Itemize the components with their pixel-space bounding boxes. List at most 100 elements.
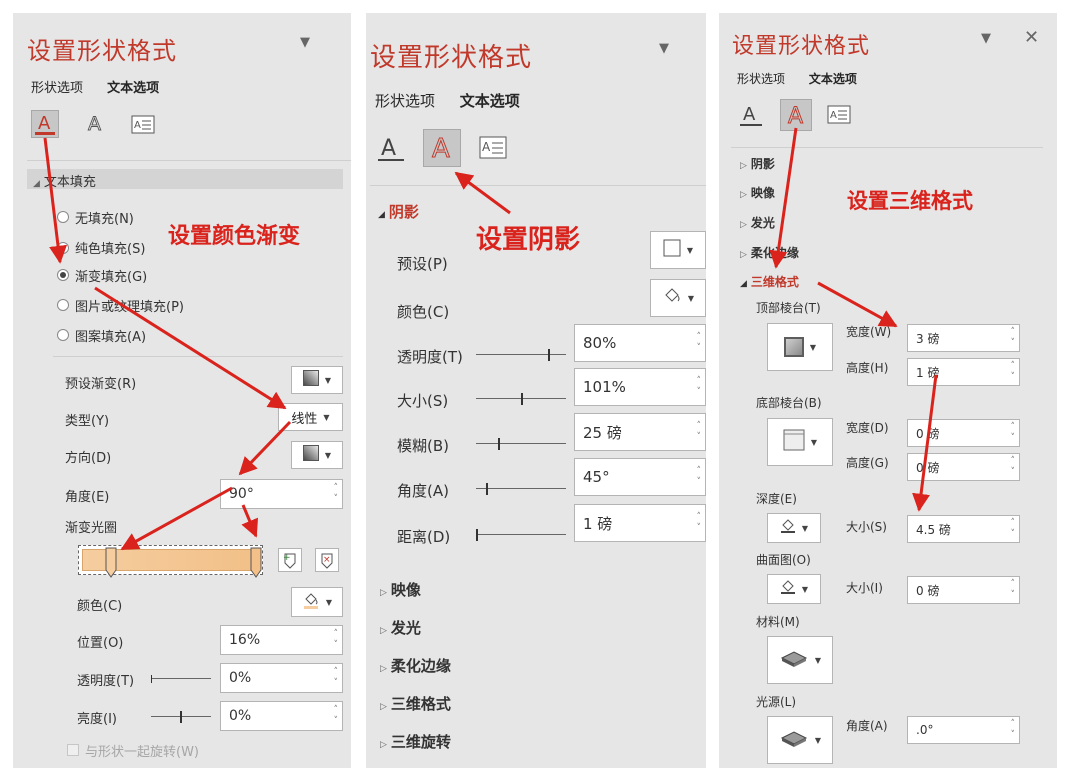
slider-thumb[interactable]	[521, 393, 523, 405]
add-stop-icon[interactable]: +	[278, 548, 302, 572]
angle-input[interactable]: 90° ˄˅	[220, 479, 343, 509]
text-fill-outline-icon[interactable]: A	[374, 131, 408, 167]
contour-color-dropdown[interactable]: ▼	[767, 574, 821, 604]
slider-thumb[interactable]	[498, 438, 500, 450]
pin-icon[interactable]: ▼	[981, 31, 991, 46]
shadow-size-slider[interactable]	[476, 393, 566, 405]
spin-arrows-icon[interactable]: ˄˅	[1010, 456, 1016, 477]
gradient-stops-bar[interactable]	[78, 545, 263, 578]
close-icon[interactable]: ✕	[1024, 27, 1040, 48]
radio-pattern-fill[interactable]	[57, 329, 69, 341]
section-3d-rotation[interactable]: ▷三维旋转	[380, 731, 451, 752]
text-effects-icon[interactable]: A	[780, 99, 812, 131]
text-fill-outline-icon[interactable]: A	[31, 110, 59, 138]
shadow-transparency-input[interactable]: 80% ˄˅	[574, 324, 706, 362]
preset-gradient-dropdown[interactable]: ▼	[291, 366, 343, 394]
bottom-width-input[interactable]: 0 磅 ˄˅	[907, 419, 1020, 447]
section-reflection[interactable]: ▷映像	[740, 184, 775, 201]
shadow-angle-input[interactable]: 45° ˄˅	[574, 458, 706, 496]
shadow-distance-slider[interactable]	[476, 529, 566, 541]
section-shadow[interactable]: ◢阴影	[378, 201, 419, 222]
pin-icon[interactable]: ▼	[659, 41, 669, 56]
tab-shape-options[interactable]: 形状选项	[375, 92, 436, 110]
gradient-stop-handle-2[interactable]	[250, 546, 262, 578]
slider-thumb[interactable]	[476, 529, 478, 541]
slider-thumb[interactable]	[548, 349, 550, 361]
textbox-icon[interactable]: A	[129, 110, 157, 138]
text-fill-outline-icon[interactable]: A	[737, 101, 765, 129]
section-3d-format[interactable]: ▷三维格式	[380, 693, 451, 714]
label-shadow-color: 颜色(C)	[397, 303, 450, 321]
spin-arrows-icon[interactable]: ˄˅	[696, 421, 702, 442]
shadow-blur-input[interactable]: 25 磅 ˄˅	[574, 413, 706, 451]
radio-picture-fill[interactable]	[57, 299, 69, 311]
spin-arrows-icon[interactable]: ˄˅	[1010, 719, 1016, 740]
spin-arrows-icon[interactable]: ˄˅	[333, 667, 339, 688]
section-soft-edges[interactable]: ▷柔化边缘	[380, 655, 451, 676]
gradient-stop-handle-1[interactable]	[105, 546, 117, 578]
rotate-with-shape-checkbox[interactable]	[67, 744, 79, 756]
section-text-fill[interactable]: ◢文本填充	[33, 171, 96, 190]
shadow-preset-dropdown[interactable]: ▼	[650, 231, 706, 269]
spin-arrows-icon[interactable]: ˄˅	[333, 629, 339, 650]
spin-arrows-icon[interactable]: ˄˅	[1010, 518, 1016, 539]
remove-stop-icon[interactable]: ×	[315, 548, 339, 572]
expand-triangle-icon: ▷	[380, 626, 387, 636]
shadow-transparency-slider[interactable]	[476, 349, 566, 361]
brightness-slider[interactable]	[151, 711, 211, 723]
direction-dropdown[interactable]: ▼	[291, 441, 343, 469]
spin-arrows-icon[interactable]: ˄˅	[1010, 327, 1016, 348]
spin-arrows-icon[interactable]: ˄˅	[1010, 579, 1016, 600]
tab-shape-options[interactable]: 形状选项	[31, 81, 84, 96]
spin-arrows-icon[interactable]: ˄˅	[696, 512, 702, 533]
label-direction: 方向(D)	[65, 451, 112, 466]
section-glow[interactable]: ▷发光	[740, 214, 775, 231]
shadow-color-dropdown[interactable]: ▼	[650, 279, 706, 317]
depth-size-input[interactable]: 4.5 磅 ˄˅	[907, 515, 1020, 543]
depth-color-dropdown[interactable]: ▼	[767, 513, 821, 543]
pin-icon[interactable]: ▼	[300, 35, 310, 50]
transparency-input[interactable]: 0% ˄˅	[220, 663, 343, 693]
slider-thumb[interactable]	[180, 711, 182, 723]
spin-arrows-icon[interactable]: ˄˅	[1010, 361, 1016, 382]
tab-shape-options[interactable]: 形状选项	[737, 72, 786, 86]
section-label: 映像	[390, 581, 421, 599]
contour-size-input[interactable]: 0 磅 ˄˅	[907, 576, 1020, 604]
section-shadow[interactable]: ▷阴影	[740, 155, 775, 172]
section-3d-format[interactable]: ◢三维格式	[740, 273, 799, 290]
tab-text-options[interactable]: 文本选项	[808, 72, 857, 86]
radio-no-fill[interactable]	[57, 211, 69, 223]
transparency-slider[interactable]	[151, 673, 211, 685]
spin-arrows-icon[interactable]: ˄˅	[696, 332, 702, 353]
tab-text-options[interactable]: 文本选项	[107, 81, 160, 96]
brightness-input[interactable]: 0% ˄˅	[220, 701, 343, 731]
spin-arrows-icon[interactable]: ˄˅	[333, 483, 339, 504]
shadow-size-input[interactable]: 101% ˄˅	[574, 368, 706, 406]
spin-arrows-icon[interactable]: ˄˅	[1010, 422, 1016, 443]
radio-gradient-fill[interactable]	[57, 269, 69, 281]
textbox-icon[interactable]: A	[476, 131, 510, 165]
text-effects-icon[interactable]: A	[423, 129, 461, 167]
color-dropdown[interactable]: ▼	[291, 587, 343, 617]
lighting-angle-input[interactable]: .0° ˄˅	[907, 716, 1020, 744]
shadow-blur-slider[interactable]	[476, 438, 566, 450]
section-reflection[interactable]: ▷映像	[380, 579, 421, 600]
spin-arrows-icon[interactable]: ˄˅	[333, 705, 339, 726]
top-bevel-dropdown[interactable]: ▼	[767, 323, 833, 371]
type-dropdown[interactable]: 线性 ▼	[278, 403, 343, 431]
text-effects-icon[interactable]: A	[81, 110, 109, 138]
position-input[interactable]: 16% ˄˅	[220, 625, 343, 655]
tab-text-options[interactable]: 文本选项	[459, 92, 520, 110]
section-glow[interactable]: ▷发光	[380, 617, 421, 638]
spin-arrows-icon[interactable]: ˄˅	[696, 466, 702, 487]
top-height-input[interactable]: 1 磅 ˄˅	[907, 358, 1020, 386]
bottom-bevel-dropdown[interactable]: ▼	[767, 418, 833, 466]
textbox-icon[interactable]: A	[825, 101, 853, 129]
shadow-angle-slider[interactable]	[476, 483, 566, 495]
slider-thumb[interactable]	[486, 483, 488, 495]
material-dropdown[interactable]: ▼	[767, 636, 833, 684]
top-width-input[interactable]: 3 磅 ˄˅	[907, 324, 1020, 352]
shadow-distance-input[interactable]: 1 磅 ˄˅	[574, 504, 706, 542]
lighting-dropdown[interactable]: ▼	[767, 716, 833, 764]
spin-arrows-icon[interactable]: ˄˅	[696, 376, 702, 397]
